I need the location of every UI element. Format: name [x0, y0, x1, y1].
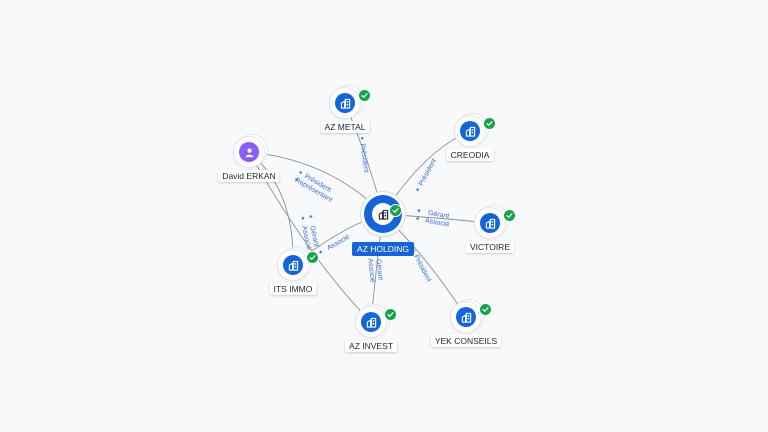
node-label[interactable]: YEK CONSEILS — [430, 335, 502, 347]
edge-role-label: Gérant — [308, 225, 319, 247]
edge-arrow — [301, 216, 305, 220]
edge-role-label: Associé — [326, 234, 351, 252]
node-icon-badge — [456, 307, 476, 327]
building-icon — [340, 98, 350, 109]
verified-badge — [306, 251, 319, 264]
edge-arrow — [294, 178, 299, 182]
edge-arrow — [417, 209, 421, 213]
edge-role-label: Associé — [300, 225, 312, 251]
node-icon-badge — [283, 255, 303, 275]
node-label[interactable]: AZ METAL — [320, 121, 370, 133]
edge-david-erkan-its-immo — [248, 151, 294, 266]
verified-badge — [384, 308, 397, 321]
node-label[interactable]: ITS IMMO — [269, 283, 317, 295]
verified-badge — [479, 303, 492, 316]
checkmark-icon — [361, 93, 368, 98]
verified-badge — [389, 204, 402, 217]
checkmark-icon — [486, 121, 493, 126]
node-disc[interactable] — [330, 88, 360, 118]
center-label[interactable]: AZ HOLDING — [352, 242, 414, 256]
building-icon — [465, 126, 475, 137]
node-icon-badge — [460, 121, 480, 141]
edge-role-label: Associé — [366, 258, 376, 283]
edge-role-label: Président — [412, 254, 432, 283]
edge-arrow — [416, 188, 420, 192]
node-label[interactable]: CREODIA — [446, 149, 494, 161]
center-pin[interactable] — [364, 195, 402, 241]
edge-arrow — [309, 214, 313, 218]
node-icon-badge — [361, 312, 381, 332]
node-label[interactable]: AZ INVEST — [345, 340, 397, 352]
verified-badge — [483, 117, 496, 130]
node-icon-badge — [335, 93, 355, 113]
verified-badge — [358, 89, 371, 102]
building-icon — [461, 312, 471, 323]
node-disc[interactable] — [234, 137, 264, 167]
node-disc[interactable] — [278, 250, 308, 280]
building-icon — [485, 218, 495, 229]
edge-roles-center-its-immo: Associé — [318, 234, 351, 253]
building-icon — [378, 209, 388, 220]
checkmark-icon — [309, 255, 316, 260]
edge-arrow — [318, 250, 323, 253]
checkmark-icon — [506, 213, 513, 218]
checkmark-icon — [482, 307, 489, 312]
center-pin-tip — [378, 225, 388, 233]
edge-role-label: Président — [418, 158, 438, 187]
checkmark-icon — [392, 208, 399, 213]
edge-arrow — [360, 136, 364, 140]
edge-role-label: Gérant — [427, 210, 449, 221]
building-icon — [288, 260, 298, 271]
node-icon-badge — [239, 142, 259, 162]
edge-role-label: Gérant — [374, 259, 383, 281]
building-icon — [366, 317, 376, 328]
verified-badge — [503, 209, 516, 222]
edge-roles-center-creodia: Président — [416, 158, 438, 192]
node-icon-badge — [480, 213, 500, 233]
person-icon — [245, 148, 253, 157]
center-icon-badge — [372, 203, 394, 225]
checkmark-icon — [387, 312, 394, 317]
node-disc[interactable] — [451, 302, 481, 332]
node-label[interactable]: David ERKAN — [218, 170, 280, 182]
node-disc[interactable] — [356, 307, 386, 337]
node-disc[interactable] — [455, 116, 485, 146]
node-disc[interactable] — [475, 208, 505, 238]
edge-arrow — [298, 171, 303, 175]
edge-arrow — [415, 217, 419, 221]
edge-role-label: Associé — [424, 217, 449, 228]
edge-role-label: Président — [358, 143, 369, 173]
edge-roles-center-az-metal: Président — [358, 136, 370, 173]
node-label[interactable]: VICTOIRE — [466, 241, 514, 253]
